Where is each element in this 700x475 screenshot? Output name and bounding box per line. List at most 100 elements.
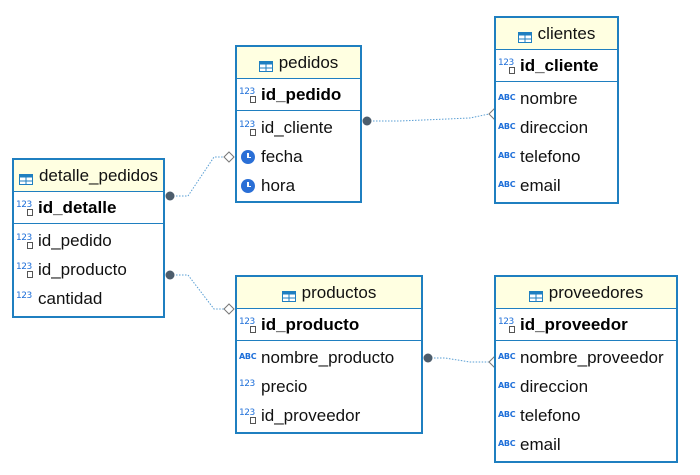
table-icon <box>18 170 33 185</box>
column-row[interactable]: ABC nombre <box>496 84 617 113</box>
column-row[interactable]: ABC telefono <box>496 142 617 171</box>
column-list: ABC nombre_producto 123 precio 123 id_pr… <box>237 341 421 430</box>
numeric-foreign-key-icon: 123 <box>239 408 259 424</box>
entity-header[interactable]: proveedores <box>496 277 676 309</box>
entity-title: proveedores <box>548 282 644 302</box>
column-name: direccion <box>520 376 589 396</box>
entity-title: productos <box>301 282 377 302</box>
column-row[interactable]: ABC nombre_proveedor <box>496 343 676 372</box>
column-row[interactable]: 123 id_proveedor <box>237 401 421 430</box>
column-row[interactable]: 123 id_producto <box>14 255 163 284</box>
column-name: nombre <box>520 88 578 108</box>
column-row[interactable]: ABC email <box>496 430 676 459</box>
fk-endpoint-pedidos <box>362 116 372 126</box>
text-icon: ABC <box>498 92 516 102</box>
text-icon: ABC <box>498 380 516 390</box>
column-row[interactable]: 123 id_pedido <box>14 226 163 255</box>
column-name: telefono <box>520 146 581 166</box>
column-row[interactable]: ABC email <box>496 171 617 200</box>
table-icon <box>528 287 543 302</box>
connector-pedidos-clientes <box>367 113 490 122</box>
primary-key-row[interactable]: 123 id_producto <box>237 309 421 341</box>
column-row[interactable]: ABC nombre_producto <box>237 343 421 372</box>
numeric-key-icon: 123 <box>498 317 518 333</box>
entity-productos[interactable]: productos 123 id_producto ABC nombre_pro… <box>235 275 423 434</box>
primary-key-row[interactable]: 123 id_detalle <box>14 192 163 224</box>
column-list: ABC nombre_proveedor ABC direccion ABC t… <box>496 341 676 459</box>
column-name: email <box>520 175 561 195</box>
connector-detalle-productos <box>170 274 229 310</box>
pk-endpoint-productos <box>223 303 235 315</box>
column-row[interactable]: ABC direccion <box>496 372 676 401</box>
table-icon <box>258 57 273 72</box>
entity-detalle-pedidos[interactable]: detalle_pedidos 123 id_detalle 123 id_pe… <box>12 158 165 318</box>
column-name: fecha <box>261 146 303 166</box>
entity-header[interactable]: pedidos <box>237 47 360 79</box>
numeric-foreign-key-icon: 123 <box>239 120 259 136</box>
table-icon <box>517 28 532 43</box>
fk-endpoint-productos <box>423 353 433 363</box>
column-row[interactable]: hora <box>237 171 360 200</box>
column-row[interactable]: 123 id_cliente <box>237 113 360 142</box>
clock-icon <box>239 178 259 194</box>
column-name: cantidad <box>38 288 103 308</box>
column-name: id_pedido <box>38 230 112 250</box>
column-name: nombre_producto <box>261 347 395 367</box>
column-list: 123 id_pedido 123 id_producto 123 cantid… <box>14 224 163 313</box>
numeric-key-icon: 123 <box>498 58 518 74</box>
column-list: ABC nombre ABC direccion ABC telefono AB… <box>496 82 617 200</box>
pk-endpoint-pedidos <box>223 151 235 163</box>
primary-key-row[interactable]: 123 id_cliente <box>496 50 617 82</box>
column-row[interactable]: fecha <box>237 142 360 171</box>
column-list: 123 id_cliente fecha hora <box>237 111 360 200</box>
column-name: id_cliente <box>261 117 333 137</box>
entity-title: pedidos <box>278 52 339 72</box>
numeric-foreign-key-icon: 123 <box>16 262 36 278</box>
entity-title: clientes <box>537 23 596 43</box>
primary-key-row[interactable]: 123 id_pedido <box>237 79 360 111</box>
column-row[interactable]: ABC direccion <box>496 113 617 142</box>
column-name: precio <box>261 376 308 396</box>
entity-pedidos[interactable]: pedidos 123 id_pedido 123 id_cliente fec… <box>235 45 362 203</box>
text-icon: ABC <box>498 179 516 189</box>
text-icon: ABC <box>239 351 257 361</box>
column-row[interactable]: 123 precio <box>237 372 421 401</box>
text-icon: ABC <box>498 121 516 131</box>
text-icon: ABC <box>498 438 516 448</box>
primary-key-name: id_producto <box>261 314 360 334</box>
column-name: id_producto <box>38 259 127 279</box>
primary-key-name: id_pedido <box>261 84 342 104</box>
column-row[interactable]: ABC telefono <box>496 401 676 430</box>
primary-key-name: id_detalle <box>38 197 117 217</box>
fk-endpoint-detalle-id-producto <box>165 270 175 280</box>
text-icon: ABC <box>498 351 516 361</box>
numeric-foreign-key-icon: 123 <box>16 233 36 249</box>
primary-key-name: id_cliente <box>520 55 599 75</box>
entity-title: detalle_pedidos <box>38 165 159 185</box>
text-icon: ABC <box>498 409 516 419</box>
column-name: telefono <box>520 405 581 425</box>
column-name: nombre_proveedor <box>520 347 664 367</box>
numeric-key-icon: 123 <box>239 87 259 103</box>
entity-clientes[interactable]: clientes 123 id_cliente ABC nombre ABC d… <box>494 16 619 204</box>
numeric-key-icon: 123 <box>16 200 36 216</box>
clock-icon <box>239 149 259 165</box>
connector-detalle-pedidos <box>170 156 229 197</box>
text-icon: ABC <box>498 150 516 160</box>
entity-header[interactable]: detalle_pedidos <box>14 160 163 192</box>
entity-header[interactable]: clientes <box>496 18 617 50</box>
entity-proveedores[interactable]: proveedores 123 id_proveedor ABC nombre_… <box>494 275 678 463</box>
numeric-icon: 123 <box>16 290 32 301</box>
numeric-icon: 123 <box>239 378 255 389</box>
primary-key-name: id_proveedor <box>520 314 628 334</box>
numeric-key-icon: 123 <box>239 317 259 333</box>
connector-productos-proveedores <box>428 357 489 363</box>
column-row[interactable]: 123 cantidad <box>14 284 163 313</box>
column-name: direccion <box>520 117 589 137</box>
primary-key-row[interactable]: 123 id_proveedor <box>496 309 676 341</box>
column-name: hora <box>261 175 296 195</box>
table-icon <box>281 287 296 302</box>
fk-endpoint-detalle-id-pedido <box>165 191 175 201</box>
column-name: email <box>520 434 561 454</box>
entity-header[interactable]: productos <box>237 277 421 309</box>
